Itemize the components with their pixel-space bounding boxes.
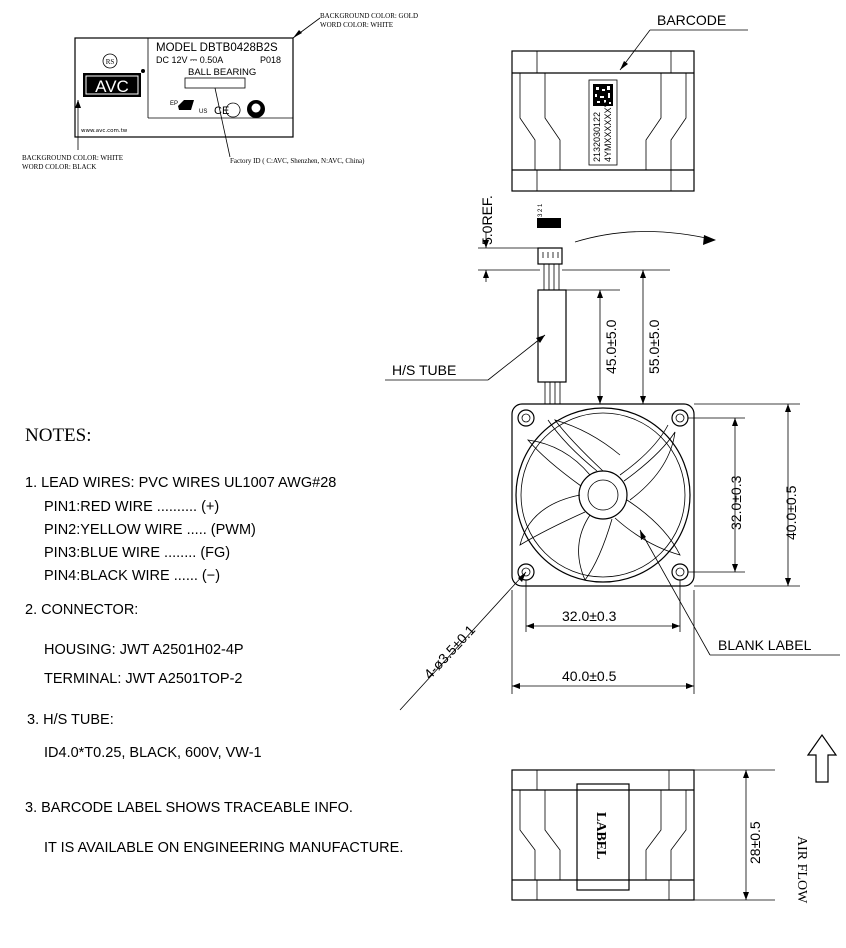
airflow-arrow-icon xyxy=(806,733,838,783)
note-4-line2: IT IS AVAILABLE ON ENGINEERING MANUFACTU… xyxy=(44,840,403,856)
thickness-dim: 28±0.5 xyxy=(747,821,763,864)
hs-tube xyxy=(537,289,567,383)
white-note-1: BACKGROUND COLOR: WHITE xyxy=(22,154,123,162)
ref-dim: 5.0REF. xyxy=(479,195,495,245)
note-1-pin1: PIN1:RED WIRE .......... (+) xyxy=(44,499,219,515)
product-label: RS AVC MODEL DBTB0428B2S DC 12V ⎓ 0.50A … xyxy=(22,12,418,171)
barcode-line-2: 4YMXXXXXXY xyxy=(603,101,613,162)
note-1-pin3: PIN3:BLUE WIRE ........ (FG) xyxy=(44,545,230,561)
v40-dim: 40.0±0.5 xyxy=(783,485,799,540)
us-mark: US xyxy=(199,109,207,115)
barcode-label xyxy=(588,79,618,166)
rotation-arrow xyxy=(574,231,716,243)
v32-dim: 32.0±0.3 xyxy=(728,475,744,530)
note-1: 1. LEAD WIRES: PVC WIRES UL1007 AWG#28 xyxy=(25,475,336,491)
side-label-box xyxy=(576,783,630,891)
notes: NOTES: 1. LEAD WIRES: PVC WIRES UL1007 A… xyxy=(25,425,403,856)
h32-dim: 32.0±0.3 xyxy=(562,608,617,624)
gold-note-1: BACKGROUND COLOR: GOLD xyxy=(320,12,418,20)
notes-title: NOTES: xyxy=(25,425,92,446)
wire-45-dim: 45.0±5.0 xyxy=(603,319,619,374)
ce-mark: CE xyxy=(214,105,229,117)
code-text: P018 xyxy=(260,55,281,65)
avc-logo xyxy=(83,73,141,97)
wire-55-dim: 55.0±5.0 xyxy=(646,319,662,374)
note-2: 2. CONNECTOR: xyxy=(25,602,138,618)
gold-note-2: WORD COLOR: WHITE xyxy=(320,21,393,29)
bearing-text: BALL BEARING xyxy=(188,67,256,78)
rs-logo-icon xyxy=(102,53,118,69)
fan-side-view: LABEL 28±0.5 AIR FLOW xyxy=(511,733,838,904)
url-text: www.avc.com.tw xyxy=(81,128,128,134)
h40-dim: 40.0±0.5 xyxy=(562,668,617,684)
fan-hub xyxy=(578,470,628,520)
airflow-label: AIR FLOW xyxy=(794,836,809,904)
rating-text: DC 12V ⎓ 0.50A xyxy=(156,55,223,65)
note-2-housing: HOUSING: JWT A2501H02-4P xyxy=(44,642,244,658)
svg-text:4 3 2 1: 4 3 2 1 xyxy=(538,203,544,222)
factory-id-box xyxy=(184,77,246,89)
hs-tube-label: H/S TUBE xyxy=(392,362,456,378)
barcode-line-1: 2132030122 xyxy=(592,112,602,162)
ep-mark: EP xyxy=(170,101,178,107)
white-note-2: WORD COLOR: BLACK xyxy=(22,163,96,171)
barcode-side-view: 2132030122 4YMXXXXXXY BARCODE xyxy=(511,12,748,192)
connector-top xyxy=(537,218,561,228)
model-text: MODEL DBTB0428B2S xyxy=(156,42,278,54)
ul-logo-icon xyxy=(178,100,194,110)
rs-mark: RS xyxy=(106,58,115,66)
note-1-pin4: PIN4:BLACK WIRE ...... (−) xyxy=(44,568,220,584)
factory-note: Factory ID ( C:AVC, Shenzhen, N:AVC, Chi… xyxy=(230,157,365,165)
holes-dim: 4-ø3.5±0.1 xyxy=(420,622,478,683)
fan-front-view: 32.0±0.3 40.0±0.5 32.0±0.3 40.0±0.5 4-ø3… xyxy=(399,403,840,711)
side-label-text: LABEL xyxy=(593,812,608,859)
note-2-terminal: TERMINAL: JWT A2501TOP-2 xyxy=(44,671,243,687)
barcode-title: BARCODE xyxy=(657,12,726,28)
note-3-tube: ID4.0*T0.25, BLACK, 600V, VW-1 xyxy=(44,745,262,761)
connector-and-wires: 4 3 2 1 5.0REF. 45.0±5.0 55.0±5.0 xyxy=(385,195,716,404)
brand-name: AVC xyxy=(95,77,129,96)
note-1-pin2: PIN2:YELLOW WIRE ..... (PWM) xyxy=(44,522,256,538)
blank-label-callout: BLANK LABEL xyxy=(718,637,812,653)
note-4: 3. BARCODE LABEL SHOWS TRACEABLE INFO. xyxy=(25,800,353,816)
connector-housing xyxy=(537,247,563,265)
note-3: 3. H/S TUBE: xyxy=(27,712,114,728)
